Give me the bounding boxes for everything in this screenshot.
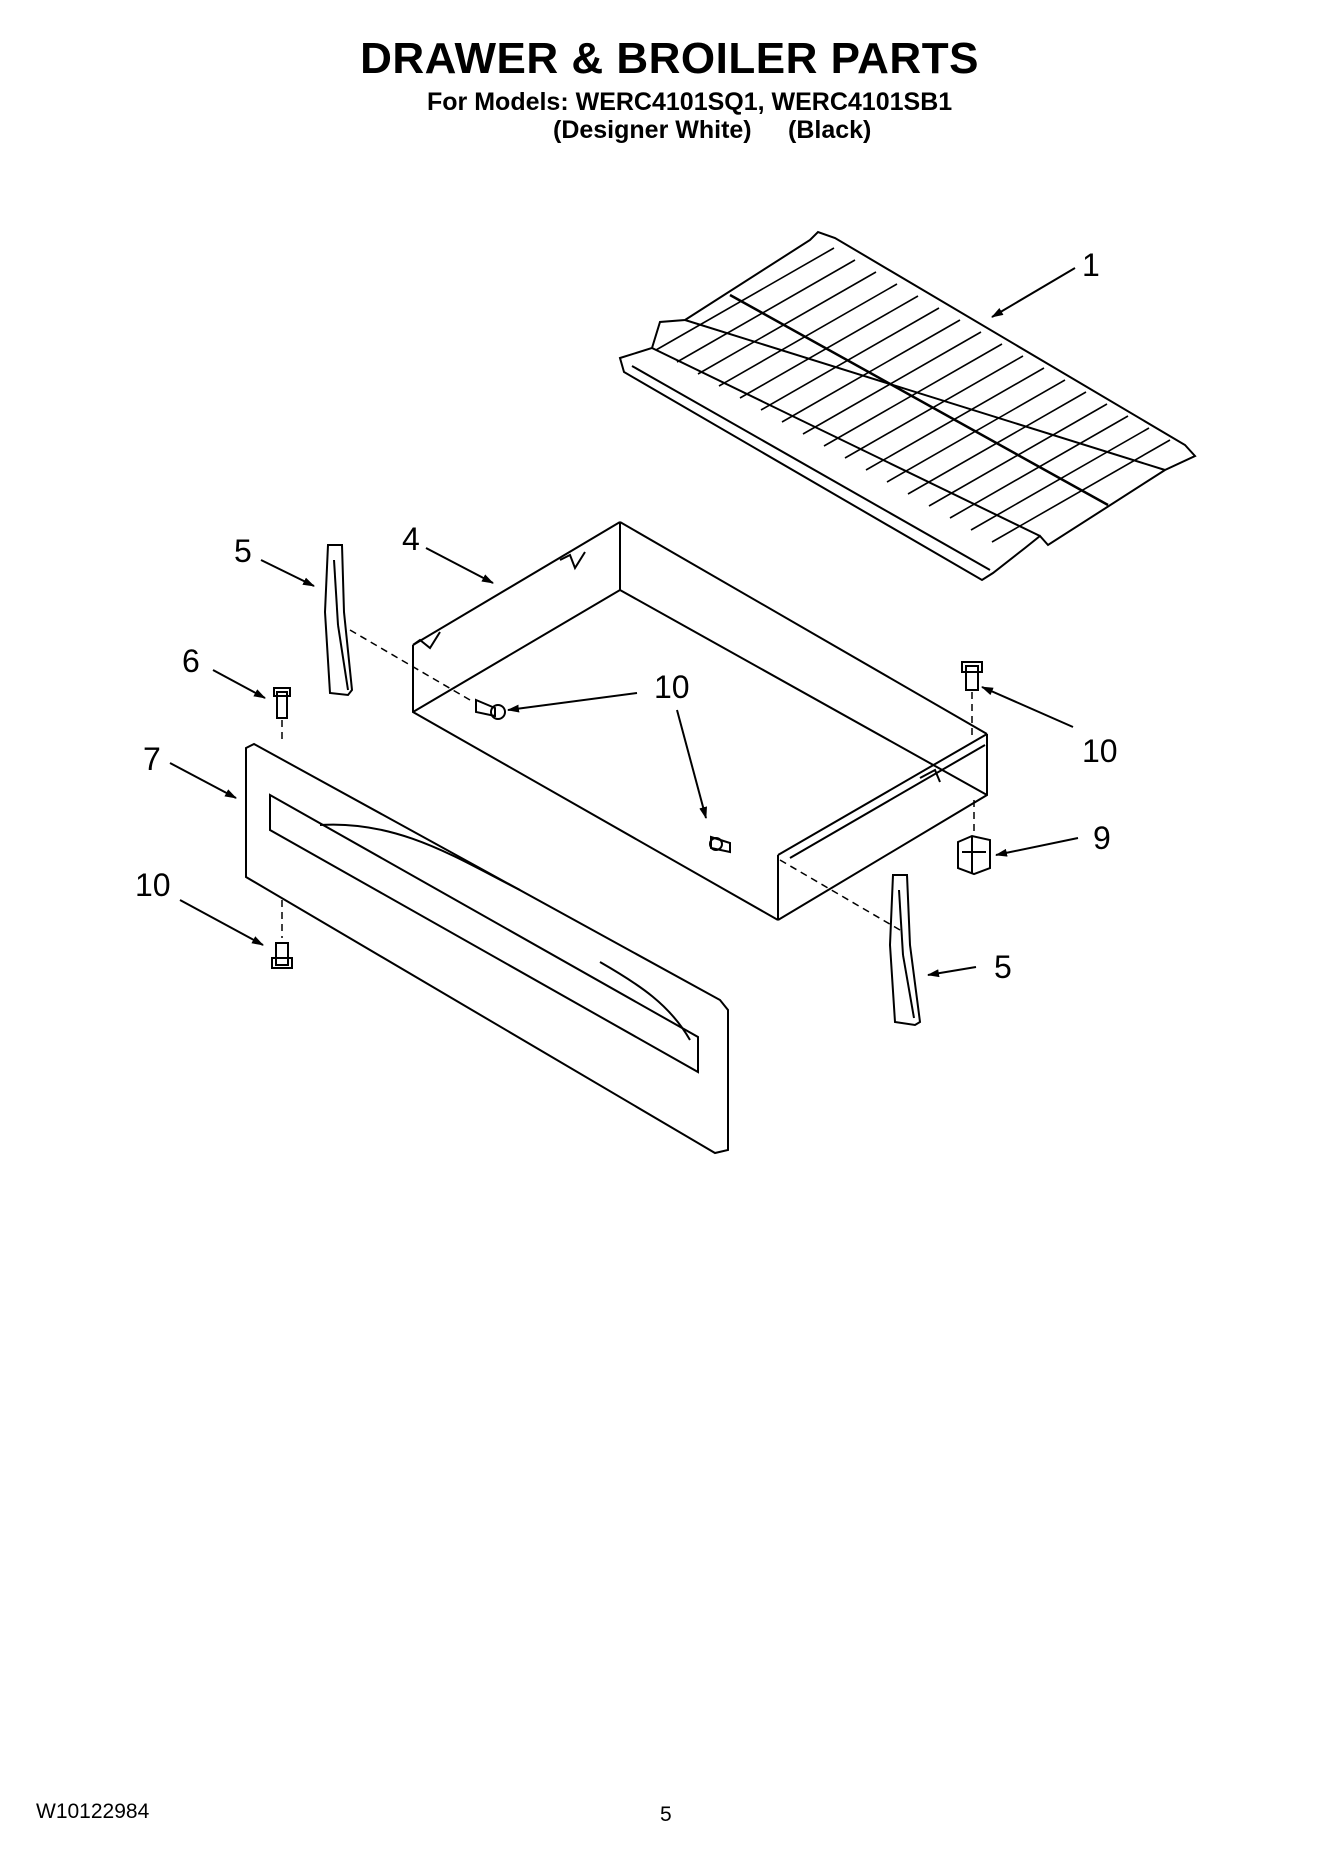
- page-number: 5: [660, 1803, 672, 1826]
- callout-10-right: 10: [1082, 733, 1118, 769]
- screw-10-center-left: [475, 698, 506, 720]
- broiler-rack: [618, 230, 1197, 582]
- alignment-lines: [281, 629, 975, 938]
- drawer-clip-9: [957, 834, 991, 876]
- screw-10-right: [961, 661, 983, 691]
- screw-6: [273, 687, 291, 719]
- models-line: For Models: WERC4101SQ1, WERC4101SB1: [427, 88, 953, 116]
- variant-designer-white: (Designer White): [553, 116, 752, 144]
- callout-5-top: 5: [234, 533, 252, 569]
- callout-10-left: 10: [135, 867, 171, 903]
- document-number: W10122984: [36, 1800, 150, 1823]
- drawer-front-panel: [245, 742, 729, 1155]
- drawer-body: [412, 521, 988, 921]
- callout-1: 1: [1082, 247, 1100, 283]
- screw-10-left: [271, 942, 293, 969]
- callout-7: 7: [143, 741, 161, 777]
- callout-9: 9: [1093, 820, 1111, 856]
- callout-10-center: 10: [654, 669, 690, 705]
- callout-6: 6: [182, 643, 200, 679]
- screw-10-center-right: [709, 835, 731, 854]
- variant-black: (Black): [788, 116, 872, 144]
- callout-5-bottom: 5: [994, 949, 1012, 985]
- drawer-slide-right: [888, 874, 922, 1027]
- drawer-slide-left: [323, 544, 354, 697]
- page-title: DRAWER & BROILER PARTS: [360, 34, 979, 83]
- callout-4: 4: [402, 521, 420, 557]
- callout-arrows: [169, 267, 1079, 978]
